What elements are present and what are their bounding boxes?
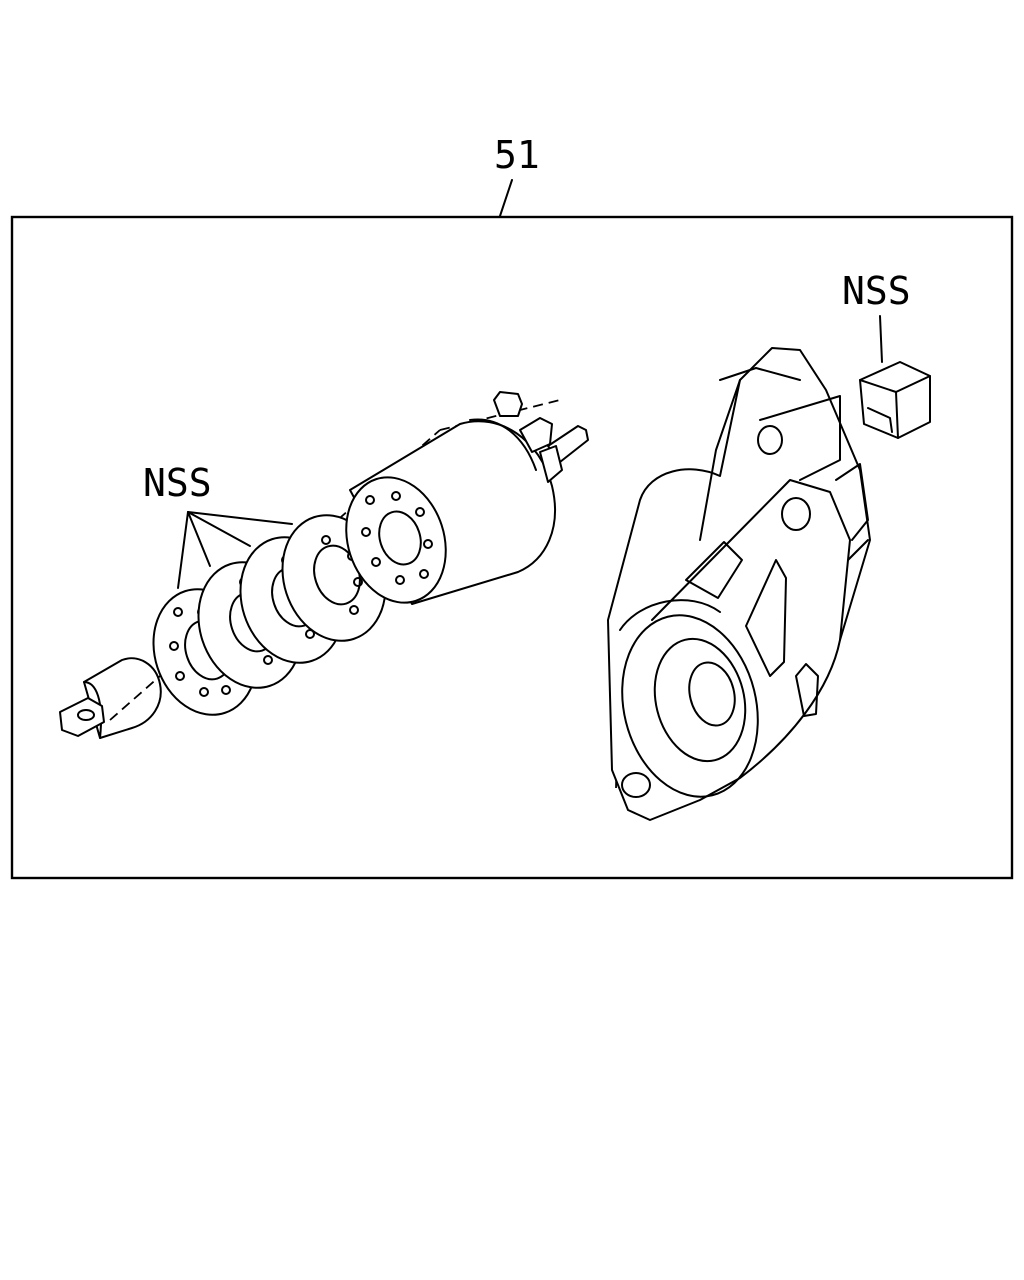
plunger-part (59, 657, 162, 739)
nss-cap-label: NSS (842, 269, 911, 313)
drive-end-housing (607, 347, 871, 821)
nss-cap-leader (879, 315, 883, 363)
cap-part (859, 361, 931, 439)
nss-washers-label: NSS (143, 461, 212, 505)
assembly-leader-line (499, 179, 513, 217)
assembly-frame (10, 215, 1014, 880)
nss-washers-leaders (177, 511, 293, 589)
solenoid-body (345, 391, 589, 605)
assembly-number-label: 51 (494, 133, 540, 177)
